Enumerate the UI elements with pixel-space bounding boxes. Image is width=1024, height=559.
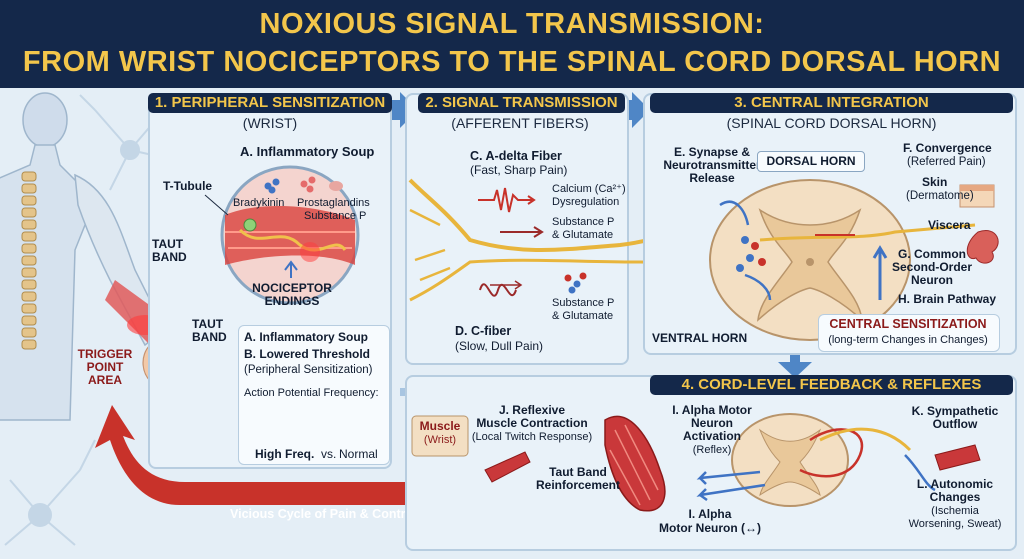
taut-reinforcement-1: Taut Band bbox=[549, 465, 607, 479]
dorsal-horn-label: DORSAL HORN bbox=[757, 151, 865, 172]
flow-arrow-3-4 bbox=[778, 350, 812, 378]
brain-pathway-label: H. Brain Pathway bbox=[898, 292, 997, 306]
normal-label: Normal bbox=[339, 447, 378, 461]
alpha-activation-3: Activation bbox=[682, 429, 741, 443]
dysregulation-label: Dysregulation bbox=[552, 196, 620, 208]
subp-glut-2b: & Glutamate bbox=[552, 310, 614, 322]
t-tubule-label: T-Tubule bbox=[163, 179, 213, 193]
common-neuron-3: Neuron bbox=[911, 273, 953, 287]
box-peripheral-sensitization: (Peripheral Sensitization) bbox=[244, 364, 373, 376]
taut-band-wrist-label: TAUT BAND bbox=[192, 317, 227, 344]
alpha-motor-neuron-2: Motor Neuron (↔) bbox=[659, 521, 761, 535]
title-line-1: NOXIOUS SIGNAL TRANSMISSION: bbox=[259, 8, 765, 40]
autonomic-line-2: Changes bbox=[929, 490, 981, 504]
convergence-label: F. Convergence bbox=[903, 141, 992, 155]
calcium-label: Calcium (Ca²⁺) bbox=[552, 183, 626, 195]
a-delta-sub: (Fast, Sharp Pain) bbox=[470, 163, 568, 177]
taut-reinforcement-2: Reinforcement bbox=[535, 478, 621, 492]
inflammatory-soup-title: A. Inflammatory Soup bbox=[240, 144, 375, 159]
box-ap-frequency-title: Action Potential Frequency: bbox=[244, 387, 379, 399]
nociceptor-endings-label: NOCICEPTOR ENDINGS bbox=[252, 281, 332, 308]
box-lowered-threshold: B. Lowered Threshold bbox=[244, 347, 371, 361]
panel-2-subheading: (AFFERENT FIBERS) bbox=[451, 115, 589, 131]
reflexive-line-2: Muscle Contraction bbox=[476, 416, 588, 430]
panel-2-heading: 2. SIGNAL TRANSMISSION bbox=[418, 93, 625, 113]
dermatome-label: (Dermatome) bbox=[906, 190, 974, 202]
muscle-label: Muscle bbox=[419, 419, 461, 433]
autonomic-line-3: (Ischemia bbox=[931, 505, 979, 517]
sympathetic-line-2: Outflow bbox=[932, 417, 978, 431]
substance-p-label: Substance P bbox=[304, 210, 367, 222]
background-neuron-bottom bbox=[4, 439, 96, 546]
viscera-label: Viscera bbox=[928, 218, 971, 232]
spine bbox=[21, 171, 37, 350]
reflexive-line-1: J. Reflexive bbox=[498, 403, 566, 417]
autonomic-line-1: L. Autonomic bbox=[916, 477, 994, 491]
common-neuron-1: G. Common bbox=[898, 247, 966, 261]
prostaglandins-label: Prostaglandins bbox=[297, 197, 370, 209]
sympathetic-line-1: K. Sympathetic bbox=[911, 404, 999, 418]
alpha-activation-4: (Reflex) bbox=[692, 444, 732, 456]
ventral-horn-label: VENTRAL HORN bbox=[652, 331, 748, 345]
central-sensitization-title: CENTRAL SENSITIZATION bbox=[829, 317, 987, 331]
subp-glut-2a: Substance P bbox=[552, 297, 615, 309]
subp-glut-1b: & Glutamate bbox=[552, 229, 614, 241]
alpha-activation-2: Neuron bbox=[691, 416, 733, 430]
reflexive-line-3: (Local Twitch Response) bbox=[471, 431, 593, 443]
c-fiber-sub: (Slow, Dull Pain) bbox=[455, 339, 544, 353]
c-fiber-title: D. C-fiber bbox=[455, 324, 512, 338]
muscle-sub-label: (Wrist) bbox=[423, 434, 457, 446]
common-neuron-2: Second-Order bbox=[891, 260, 972, 274]
autonomic-line-4: Worsening, Sweat) bbox=[908, 518, 1002, 530]
high-freq-label: High Freq. bbox=[255, 447, 315, 461]
synapse-line-3: Release bbox=[689, 171, 735, 185]
panel-3-subheading: (SPINAL CORD DORSAL HORN) bbox=[726, 115, 937, 131]
trigger-point-label: TRIGGER POINT AREA bbox=[77, 347, 133, 387]
alpha-motor-neuron-1: I. Alpha bbox=[688, 507, 732, 521]
alpha-activation-1: I. Alpha Motor bbox=[672, 403, 752, 417]
central-sensitization-sub: (long-term Changes in Changes) bbox=[828, 334, 988, 346]
bradykinin-label: Bradykinin bbox=[233, 197, 285, 209]
skin-label: Skin bbox=[922, 175, 948, 189]
panel-1-heading: 1. PERIPHERAL SENSITIZATION bbox=[148, 93, 392, 113]
panel-3-heading: 3. CENTRAL INTEGRATION bbox=[650, 93, 1013, 113]
synapse-line-2: Neurotransmitter bbox=[663, 158, 761, 172]
threshold-box bbox=[238, 325, 390, 465]
a-delta-title: C. A-delta Fiber bbox=[470, 149, 562, 163]
synapse-line-1: E. Synapse & bbox=[673, 145, 751, 159]
taut-band-left-label: TAUT BAND bbox=[152, 237, 187, 264]
title-banner: NOXIOUS SIGNAL TRANSMISSION: FROM WRIST … bbox=[0, 0, 1024, 88]
panel-1-subheading: (WRIST) bbox=[242, 115, 298, 131]
referred-pain-label: (Referred Pain) bbox=[907, 156, 986, 168]
panel-4-heading: 4. CORD-LEVEL FEEDBACK & REFLEXES bbox=[650, 375, 1013, 395]
box-inflammatory-soup: A. Inflammatory Soup bbox=[244, 330, 369, 344]
subp-glut-1a: Substance P bbox=[552, 216, 615, 228]
title-line-2: FROM WRIST NOCICEPTORS TO THE SPINAL COR… bbox=[22, 46, 1002, 78]
vs-label: vs. bbox=[321, 447, 337, 461]
central-sensitization-box bbox=[818, 314, 1000, 352]
vicious-cycle-label: Vicious Cycle of Pain & Contraction bbox=[230, 507, 443, 521]
